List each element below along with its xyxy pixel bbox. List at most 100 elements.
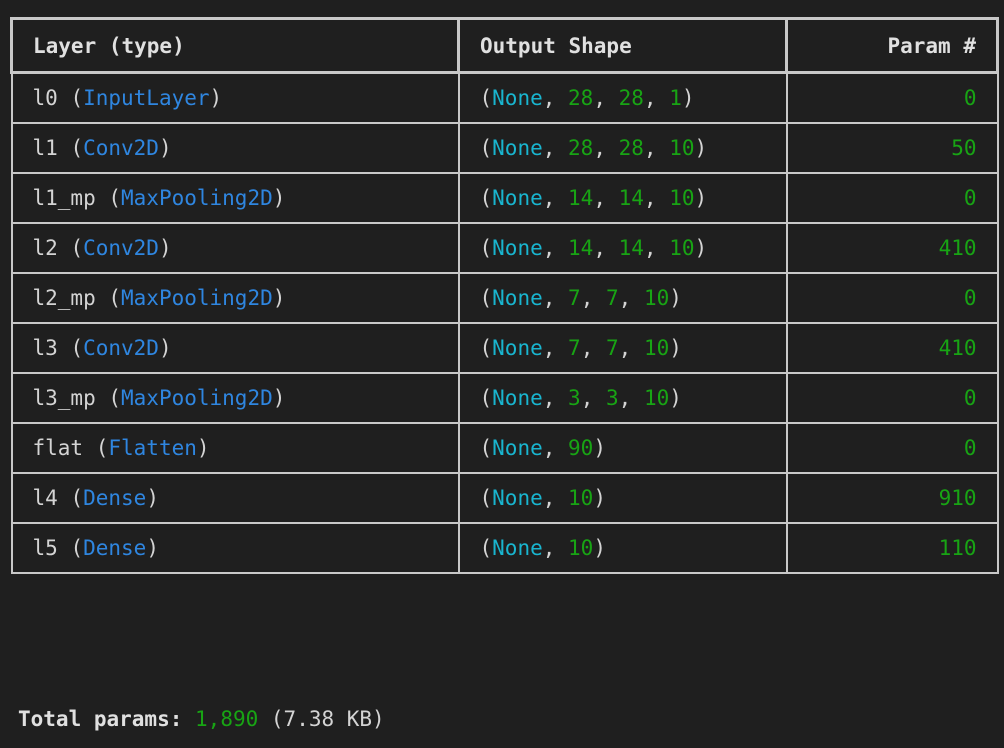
punctuation: ( <box>479 135 493 160</box>
output-shape-cell: (None, 14, 14, 10) <box>457 221 788 274</box>
layer-cell: l5 (Dense) <box>10 521 460 574</box>
shape-dim: 28 <box>568 135 594 160</box>
shape-dim: 3 <box>568 385 581 410</box>
punctuation: ) <box>209 85 223 110</box>
param-count-cell: 410 <box>785 221 999 274</box>
shape-batch-dim: None <box>492 485 543 510</box>
layer-cell: flat (Flatten) <box>10 421 460 474</box>
shape-dim: 14 <box>568 185 594 210</box>
shape-dim: 10 <box>568 535 594 560</box>
punctuation: ( <box>83 435 109 460</box>
table-row: l2_mp (MaxPooling2D)(None, 7, 7, 10)0 <box>10 271 999 324</box>
layer-cell: l1 (Conv2D) <box>10 121 460 174</box>
layer-cell: l3 (Conv2D) <box>10 321 460 374</box>
shape-dim: 90 <box>568 435 594 460</box>
param-count-cell: 110 <box>785 521 999 574</box>
layer-name: l1_mp <box>32 185 96 210</box>
punctuation: , <box>643 135 670 160</box>
punctuation: ( <box>95 385 122 410</box>
punctuation: , <box>618 385 644 410</box>
punctuation: ) <box>681 85 695 110</box>
table-row: l1_mp (MaxPooling2D)(None, 14, 14, 10)0 <box>10 171 999 224</box>
shape-batch-dim: None <box>492 85 543 110</box>
layer-name: l4 <box>32 485 58 510</box>
shape-dim: 28 <box>618 85 644 110</box>
layer-name: l3 <box>32 335 58 360</box>
shape-dim: 14 <box>618 235 644 260</box>
total-params-size: (7.38 KB) <box>270 707 385 731</box>
model-summary-table: Layer (type) Output Shape Param # l0 (In… <box>10 17 999 574</box>
punctuation: , <box>580 385 606 410</box>
punctuation: ( <box>479 385 493 410</box>
output-shape-cell: (None, 7, 7, 10) <box>457 271 788 324</box>
param-count-cell: 50 <box>785 121 999 174</box>
punctuation: , <box>580 335 606 360</box>
punctuation: , <box>542 235 569 260</box>
layer-type: MaxPooling2D <box>121 185 273 210</box>
shape-dim: 1 <box>669 85 682 110</box>
shape-dim: 10 <box>643 385 670 410</box>
punctuation: , <box>593 185 619 210</box>
punctuation: , <box>542 535 569 560</box>
layer-name: l5 <box>32 535 58 560</box>
layer-cell: l0 (InputLayer) <box>10 71 460 124</box>
output-shape-cell: (None, 7, 7, 10) <box>457 321 788 374</box>
layer-name: l2 <box>32 235 58 260</box>
layer-type: Conv2D <box>83 235 159 260</box>
output-shape-cell: (None, 90) <box>457 421 788 474</box>
layer-type: Dense <box>83 485 147 510</box>
shape-dim: 10 <box>643 285 670 310</box>
layer-type: InputLayer <box>83 85 210 110</box>
punctuation: , <box>643 85 670 110</box>
punctuation: ( <box>479 285 493 310</box>
output-shape-cell: (None, 3, 3, 10) <box>457 371 788 424</box>
punctuation: ) <box>669 335 682 360</box>
shape-batch-dim: None <box>492 285 543 310</box>
punctuation: ) <box>694 235 708 260</box>
table-row: flat (Flatten)(None, 90)0 <box>10 421 999 474</box>
punctuation: ) <box>593 535 606 560</box>
shape-dim: 10 <box>669 135 695 160</box>
punctuation: ( <box>479 335 493 360</box>
shape-dim: 10 <box>669 235 695 260</box>
total-params-label: Total params: <box>18 707 183 731</box>
punctuation: , <box>542 285 569 310</box>
punctuation: ) <box>593 435 606 460</box>
layer-name: flat <box>32 435 84 460</box>
punctuation: ( <box>479 85 493 110</box>
shape-batch-dim: None <box>492 135 543 160</box>
punctuation: , <box>618 335 644 360</box>
punctuation: , <box>593 85 619 110</box>
shape-batch-dim: None <box>492 385 543 410</box>
punctuation: ( <box>57 85 84 110</box>
shape-batch-dim: None <box>492 535 543 560</box>
punctuation: ) <box>694 135 708 160</box>
layer-type: Conv2D <box>83 135 159 160</box>
punctuation: ) <box>669 285 682 310</box>
shape-batch-dim: None <box>492 185 543 210</box>
table-row: l4 (Dense)(None, 10)910 <box>10 471 999 524</box>
punctuation: ( <box>57 485 84 510</box>
param-count-cell: 0 <box>785 271 999 324</box>
punctuation: ( <box>57 135 84 160</box>
punctuation: ) <box>272 185 286 210</box>
punctuation: , <box>542 135 569 160</box>
punctuation: , <box>542 485 569 510</box>
layer-type: Conv2D <box>83 335 159 360</box>
output-shape-cell: (None, 28, 28, 10) <box>457 121 788 174</box>
punctuation: ) <box>146 485 159 510</box>
punctuation: , <box>542 185 569 210</box>
layer-cell: l1_mp (MaxPooling2D) <box>10 171 460 224</box>
output-shape-cell: (None, 10) <box>457 521 788 574</box>
punctuation: ) <box>593 485 606 510</box>
layer-cell: l3_mp (MaxPooling2D) <box>10 371 460 424</box>
punctuation: ) <box>272 385 286 410</box>
punctuation: , <box>542 85 569 110</box>
table-row: l5 (Dense)(None, 10)110 <box>10 521 999 574</box>
punctuation: , <box>542 435 569 460</box>
shape-dim: 3 <box>605 385 619 410</box>
punctuation: ) <box>158 135 172 160</box>
param-count-cell: 0 <box>785 171 999 224</box>
punctuation: ( <box>57 335 84 360</box>
